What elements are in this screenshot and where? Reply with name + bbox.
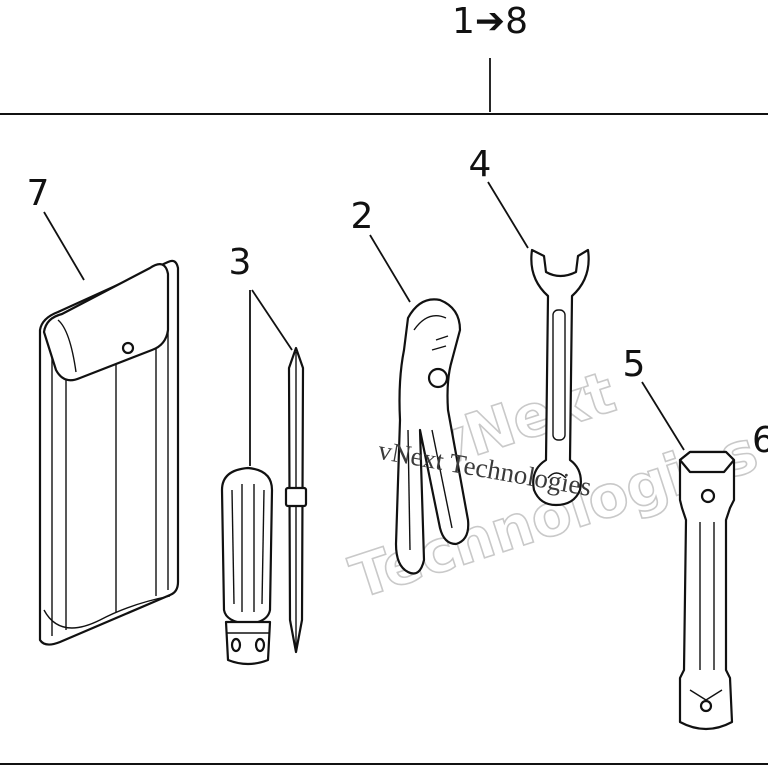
screwdriver-blade	[284, 346, 308, 654]
callout-2: 2	[351, 196, 374, 237]
callout-3: 3	[229, 242, 252, 283]
spanner	[530, 248, 590, 507]
screwdriver-handle	[220, 466, 274, 666]
pivot-icon	[427, 367, 449, 389]
pliers	[394, 298, 470, 575]
callout-4-leader	[487, 181, 529, 249]
callout-5: 5	[623, 344, 646, 385]
callout-3-leader-b	[251, 289, 293, 351]
callout-5-leader	[641, 381, 685, 451]
callout-6: 6	[752, 420, 768, 461]
snap-button-icon	[121, 341, 135, 355]
callout-4: 4	[469, 144, 492, 185]
callout-7-leader	[43, 211, 85, 281]
tool-pouch	[38, 259, 180, 646]
callout-2-leader	[369, 234, 411, 303]
box-spanner	[678, 450, 736, 731]
range-label: 1➔8	[452, 1, 528, 42]
callout-7: 7	[27, 173, 50, 214]
